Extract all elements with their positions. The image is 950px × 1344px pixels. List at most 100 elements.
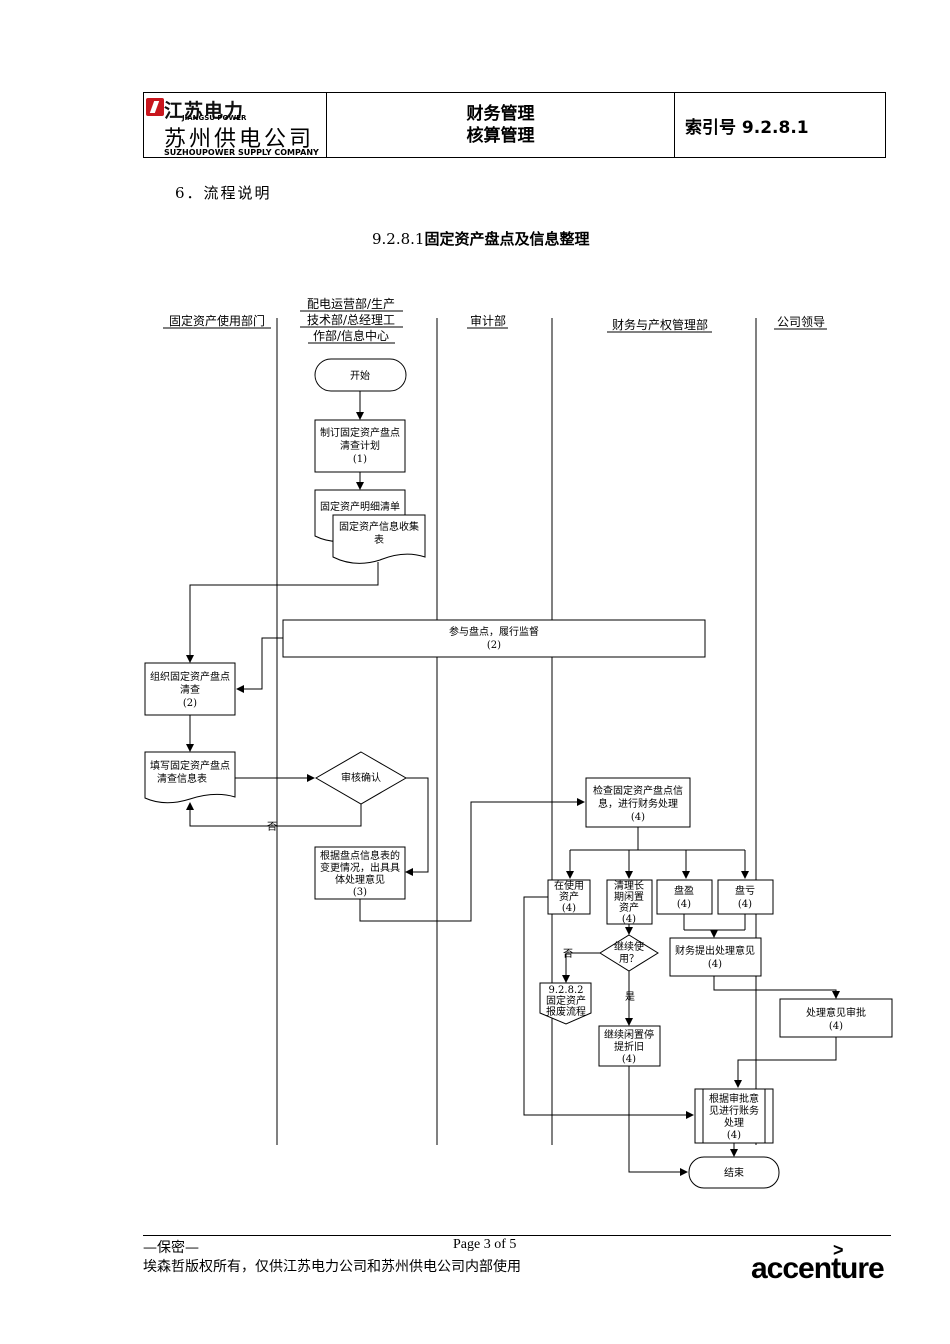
fill-info-document (144, 751, 236, 804)
idle-asset-box (606, 879, 653, 925)
keep-label-1: 继续闲置停 (604, 1028, 654, 1041)
scrap-process-connector (539, 982, 592, 1025)
flow-arrow (523, 896, 694, 1119)
approve-step-box (779, 998, 893, 1038)
opinion-label-1: 根据盘点信息表的 (320, 849, 400, 862)
footer-rule (143, 1235, 891, 1236)
index-number: 索引号 9.2.8.1 (685, 117, 809, 138)
finance-opinion-box (669, 937, 762, 977)
fin-opinion-label-1: 财务提出处理意见 (675, 944, 755, 957)
review-label: 审核确认 (341, 771, 381, 784)
section-heading: 6．流程说明 (175, 184, 272, 202)
supervise-label-1: 参与盘点，履行监督 (449, 625, 539, 638)
end-label: 结束 (724, 1166, 744, 1179)
flow-arrow-no (562, 952, 600, 983)
check-label-2: 息，进行财务处理 (598, 797, 678, 810)
logo-sub-text: JIANGSU POWER (182, 114, 247, 122)
flow-title-text: 固定资产盘点及信息整理 (424, 230, 590, 248)
start-label: 开始 (350, 369, 370, 382)
idle-label-4: (4) (622, 914, 636, 925)
check-step-box (585, 777, 691, 828)
company-logo: 江苏电力 JIANGSU POWER 苏州供电公司 SUZHOUPOWER SU… (144, 93, 327, 157)
in-use-label-1: 在使用 (554, 879, 584, 892)
continue-use-decision (599, 934, 659, 972)
loss-box (717, 879, 774, 915)
doc-collect-label-1: 固定资产信息收集 (339, 520, 419, 533)
flow-arrow (359, 798, 585, 922)
loss-label-2: (4) (738, 899, 752, 910)
fin-opinion-label-2: (4) (708, 959, 722, 970)
surplus-label-1: 盘盈 (674, 884, 694, 897)
supervise-label-2: (2) (487, 640, 501, 651)
idle-label-1: 清理长 (614, 879, 644, 892)
account-label-4: (4) (727, 1130, 741, 1141)
in-use-label-2: 资产 (559, 890, 579, 903)
idle-label-3: 资产 (619, 901, 639, 914)
logo-company-english: SUZHOUPOWER SUPPLY COMPANY (164, 148, 319, 157)
no2-label: 否 (563, 948, 573, 960)
continue-label-2: 用？ (619, 954, 639, 965)
document-collection-shape (332, 514, 426, 564)
supervise-step-box (282, 619, 706, 658)
lane-header-ops-1: 配电运营部/生产 (307, 296, 395, 311)
plan-label-2: 清查计划 (340, 439, 380, 452)
check-label-3: (4) (631, 812, 645, 823)
yes-label: 是 (625, 991, 635, 1003)
flow-arrow (186, 562, 379, 663)
flow-arrow (405, 777, 429, 876)
organize-label-2: 清查 (180, 683, 200, 696)
plan-label-1: 制订固定资产盘点 (320, 426, 400, 439)
lane-header-leadership: 公司领导 (777, 315, 825, 329)
plan-label-3: (1) (353, 454, 367, 465)
scrap-label-1: 9.2.8.2 (549, 985, 584, 996)
end-node (688, 1156, 780, 1189)
doc-list-label: 固定资产明细清单 (320, 500, 400, 513)
organize-label-1: 组织固定资产盘点 (150, 670, 230, 683)
flow-title-code: 9.2.8.1 (372, 230, 425, 248)
scrap-label-2: 固定资产 (546, 994, 586, 1007)
lane-header-finance: 财务与产权管理部 (612, 317, 708, 332)
lane-header-ops-2: 技术部/总经理工 (307, 312, 395, 327)
keep-label-2: 提折旧 (614, 1040, 644, 1053)
organize-step-box (144, 662, 236, 716)
continue-label-1: 继续使 (614, 940, 644, 953)
title-line-2: 核算管理 (466, 126, 535, 146)
copyright-notice: 埃森哲版权所有，仅供江苏电力公司和苏州供电公司内部使用 (143, 1259, 521, 1275)
lane-header-audit: 审计部 (470, 313, 506, 328)
confidential-label: —保密— (143, 1240, 199, 1256)
flow-title: 9.2.8.1固定资产盘点及信息整理 (372, 228, 590, 249)
flow-arrow (713, 976, 840, 999)
accenture-mark-icon: > (833, 1240, 844, 1260)
opinion-label-3: 体处理意见 (335, 873, 385, 886)
logo-company-name: 苏州供电公司 (164, 127, 315, 152)
header-title: 财务管理 核算管理 (327, 93, 675, 157)
opinion-step-box (314, 846, 406, 900)
lane-header-user-dept: 固定资产使用部门 (169, 313, 265, 328)
idle-label-2: 期闲置 (614, 890, 644, 903)
surplus-box (656, 879, 713, 915)
account-label-3: 处理 (724, 1117, 744, 1129)
power-logo-icon (146, 98, 164, 116)
opinion-label-4: (3) (353, 887, 367, 898)
no-label: 否 (267, 821, 277, 833)
organize-label-3: (2) (183, 698, 197, 709)
flow-arrow (236, 637, 283, 693)
account-label-1: 根据审批意 (709, 1092, 759, 1105)
in-use-label-3: (4) (562, 903, 576, 914)
flow-arrow (628, 1066, 688, 1176)
opinion-label-2: 变更情况，出具具 (320, 861, 400, 874)
account-label-2: 见进行账务 (709, 1104, 759, 1117)
plan-step-box (314, 419, 406, 473)
approve-label-1: 处理意见审批 (806, 1006, 866, 1019)
lane-header-ops-3: 作部/信息中心 (313, 328, 389, 343)
page-number: Page 3 of 5 (453, 1237, 517, 1252)
keep-idle-box (598, 1025, 661, 1067)
approve-label-2: (4) (829, 1021, 843, 1032)
fill-label-1: 填写固定资产盘点 (150, 759, 230, 772)
doc-collect-label-2: 表 (374, 533, 384, 546)
check-label-1: 检查固定资产盘点信 (593, 784, 683, 797)
accenture-logo: accenture (751, 1252, 885, 1285)
header-table: 江苏电力 JIANGSU POWER 苏州供电公司 SUZHOUPOWER SU… (143, 92, 886, 158)
keep-label-3: (4) (622, 1054, 636, 1065)
